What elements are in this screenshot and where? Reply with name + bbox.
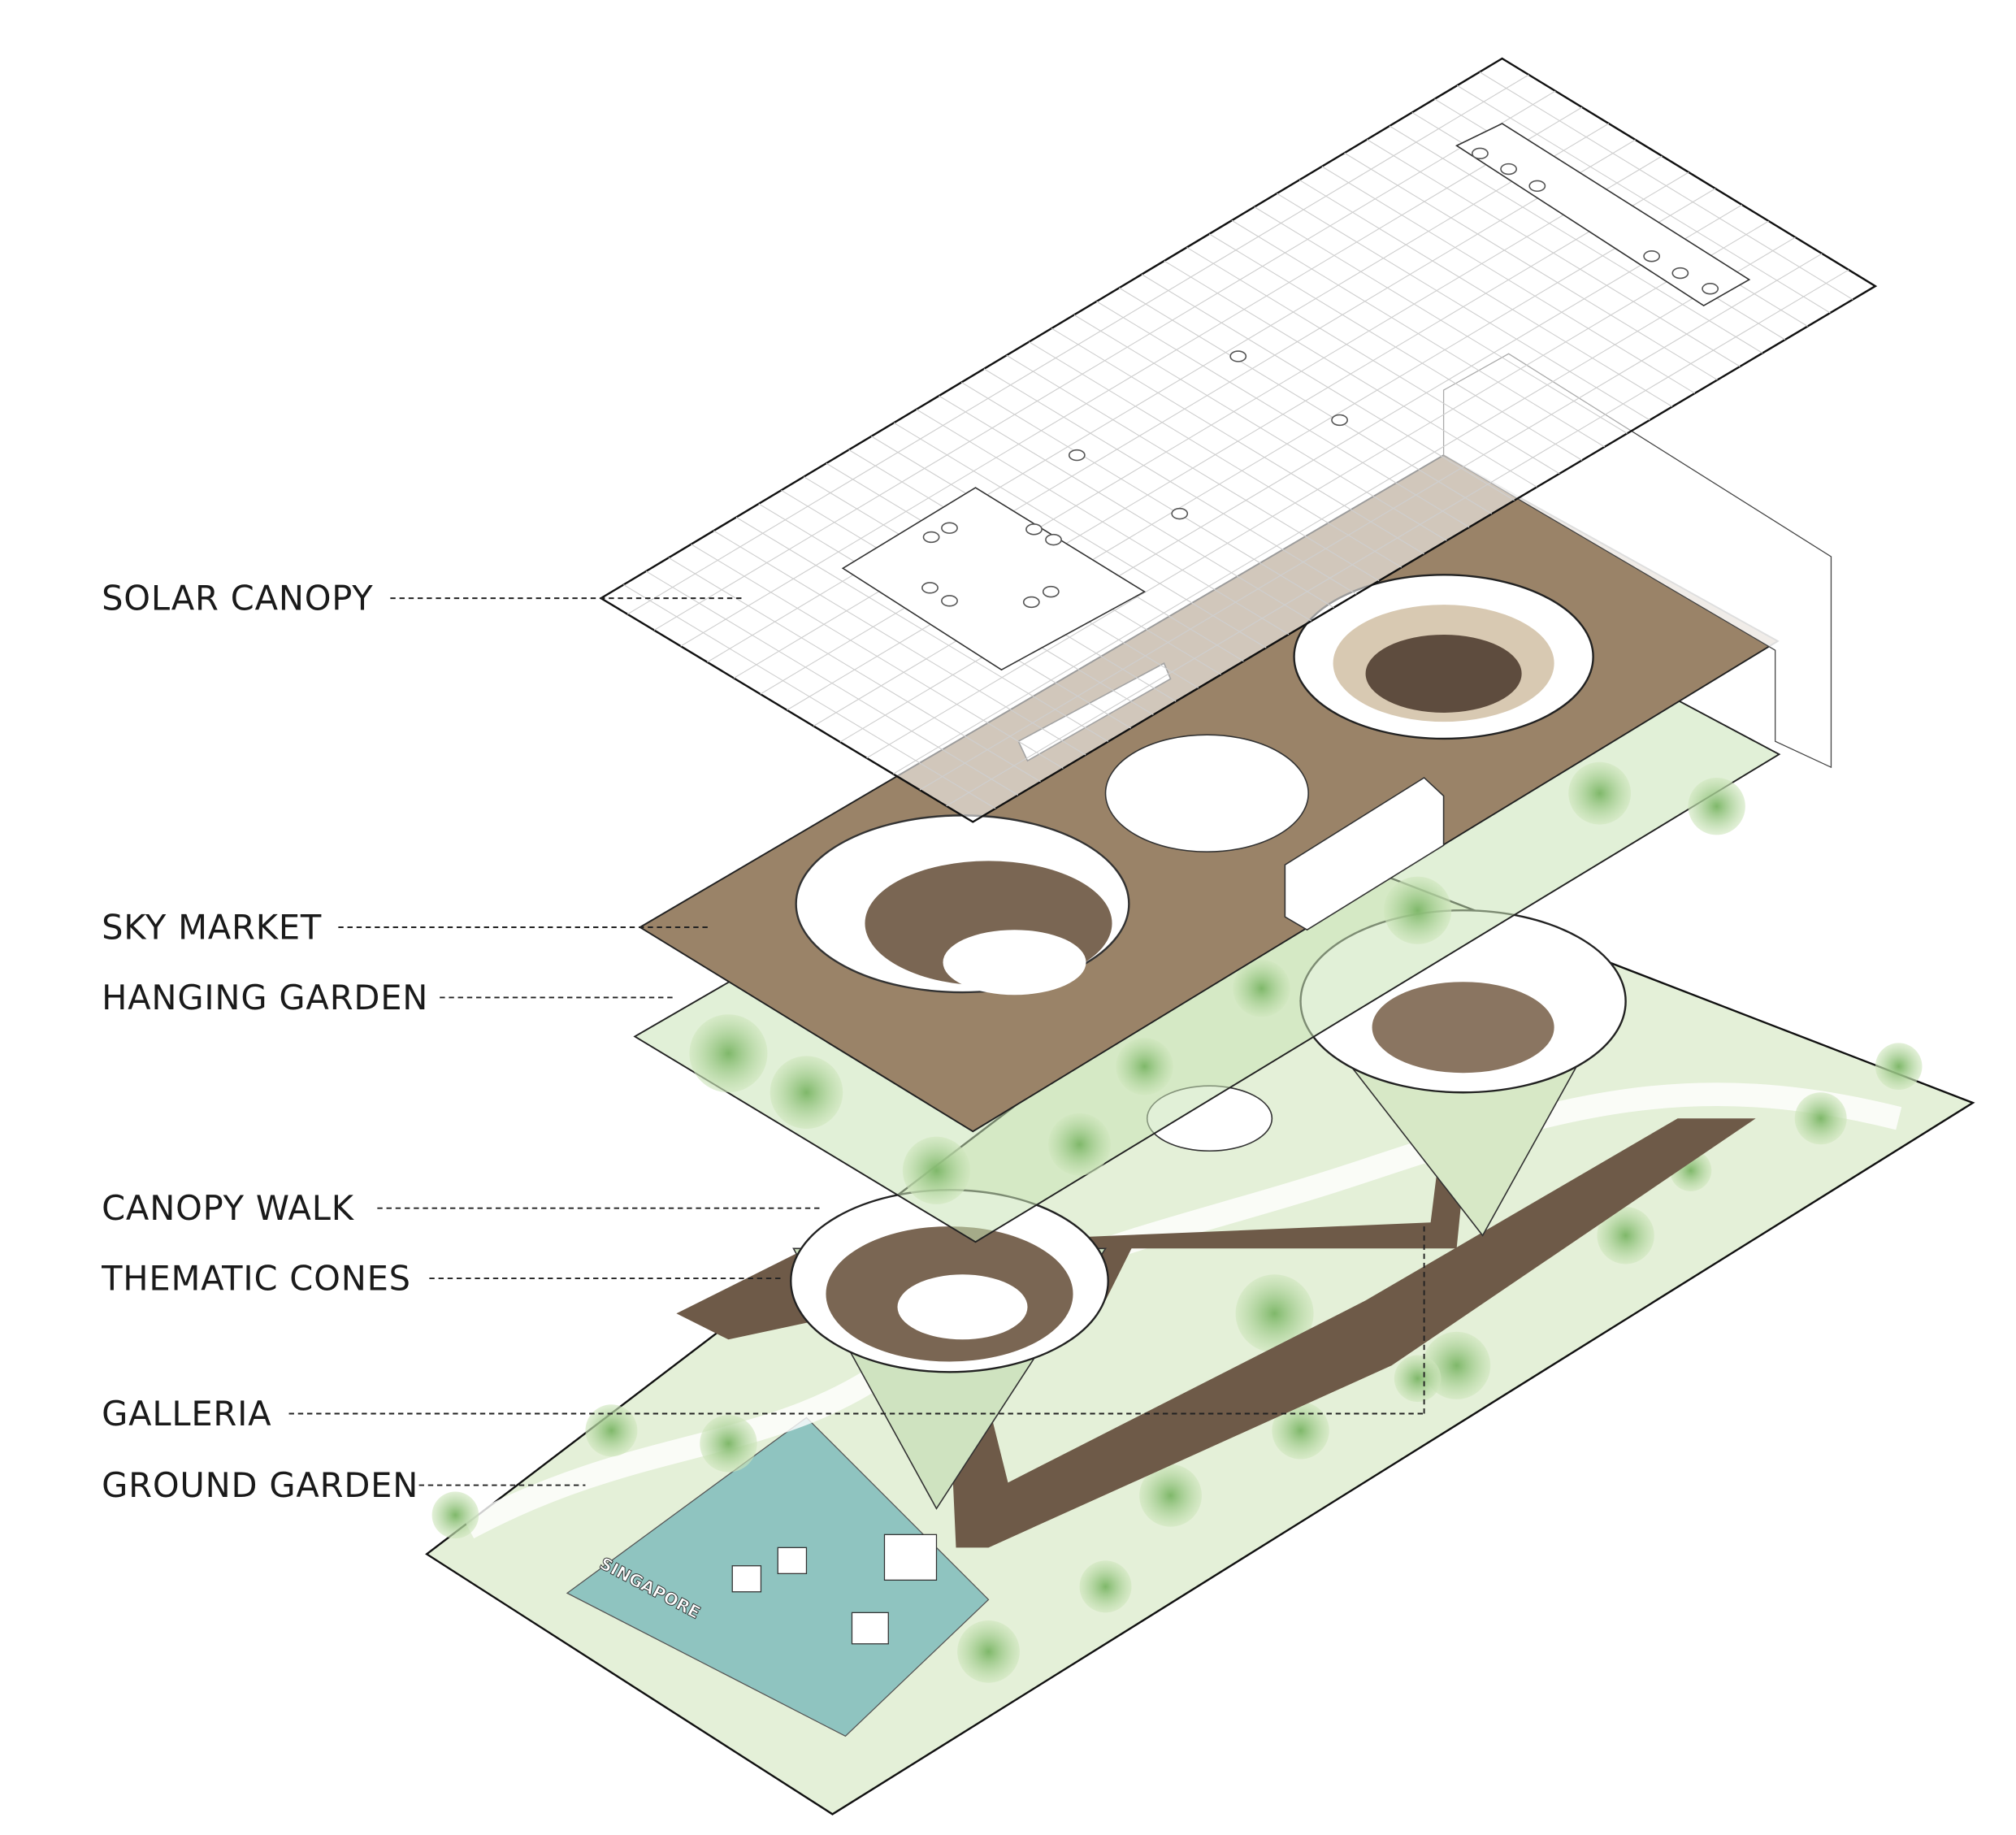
label-canopy-walk: CANOPY WALK — [102, 1188, 820, 1228]
skylight-icon — [1025, 523, 1043, 536]
label-solar-canopy: SOLAR CANOPY — [102, 579, 742, 618]
skylight-icon — [1022, 596, 1040, 609]
skylight-icon — [941, 522, 958, 534]
canopy-grid-line — [892, 236, 1796, 774]
canopy-grid-line — [866, 220, 1769, 759]
svg-text:THEMATIC CONES: THEMATIC CONES — [101, 1258, 411, 1298]
svg-text:GALLERIA: GALLERIA — [102, 1394, 271, 1434]
skylight-icon — [1500, 163, 1518, 176]
skylight-icon — [1042, 585, 1060, 598]
skylight-icon — [1671, 267, 1689, 280]
skylight-icon — [1331, 414, 1348, 427]
skylight-icon — [1229, 350, 1247, 362]
label-thematic-cones: THEMATIC CONES — [101, 1258, 781, 1298]
svg-text:HANGING GARDEN: HANGING GARDEN — [102, 978, 428, 1017]
canopy-grid-line — [946, 269, 1849, 807]
ground-trees — [431, 1043, 1923, 1683]
skylight-icon — [922, 531, 940, 544]
svg-text:SOLAR CANOPY: SOLAR CANOPY — [102, 579, 373, 618]
reflecting-pool — [566, 1416, 990, 1737]
canopy-grid-line — [919, 253, 1823, 791]
svg-text:GROUND GARDEN: GROUND GARDEN — [102, 1465, 418, 1505]
label-ground-garden: GROUND GARDEN — [102, 1465, 586, 1505]
svg-text:CANOPY WALK: CANOPY WALK — [102, 1188, 355, 1228]
canopy-grid-line — [627, 74, 1529, 615]
canopy-grid-line — [653, 90, 1556, 631]
skylight-icon — [1528, 180, 1546, 193]
label-hanging-garden: HANGING GARDEN — [102, 978, 677, 1017]
skylight-icon — [921, 582, 939, 594]
solar-canopy-layer — [599, 57, 1878, 823]
label-galleria: GALLERIA — [102, 1222, 1425, 1434]
canopy-grid-line — [680, 106, 1583, 647]
svg-text:SKY MARKET: SKY MARKET — [102, 907, 322, 947]
skylight-icon — [1045, 533, 1062, 546]
pavilion-cubes — [731, 1534, 938, 1645]
skylight-icon — [1702, 283, 1719, 295]
skylight-icon — [941, 595, 958, 607]
label-sky-market: SKY MARKET — [102, 907, 709, 947]
skylight-icon — [1171, 507, 1189, 520]
skylight-icon — [1643, 250, 1661, 262]
skylight-icon — [1472, 147, 1489, 160]
sky-market-layer — [638, 353, 1832, 1133]
skylight-icon — [1068, 449, 1086, 462]
